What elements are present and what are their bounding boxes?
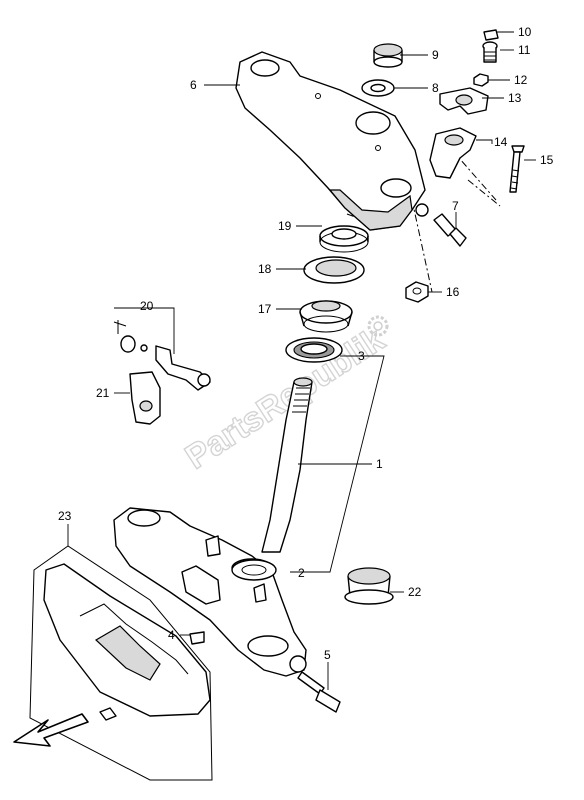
callout-7: 7 — [452, 199, 459, 213]
leader-lines — [67, 31, 536, 690]
callout-6: 6 — [190, 78, 197, 92]
callout-12: 12 — [514, 73, 528, 87]
steering-lock-nut — [319, 225, 369, 253]
callout-labels: 6 9 8 10 11 12 13 14 15 7 19 18 16 17 20… — [58, 25, 554, 662]
callout-8: 8 — [432, 81, 439, 95]
callout-21: 21 — [96, 386, 110, 400]
callout-11: 11 — [518, 43, 531, 57]
lock-cover — [129, 371, 161, 425]
upper-bracket — [235, 51, 429, 231]
stem-nut — [405, 281, 429, 303]
long-bolt — [509, 145, 525, 193]
cover-screw — [99, 707, 117, 721]
clamp-bolt — [482, 41, 498, 63]
small-screw — [189, 631, 205, 645]
callout-17: 17 — [258, 302, 272, 316]
callout-9: 9 — [432, 48, 439, 62]
callout-19: 19 — [278, 219, 292, 233]
callout-23: 23 — [58, 509, 72, 523]
callout-4: 4 — [168, 628, 175, 642]
callout-2: 2 — [298, 566, 305, 580]
bracket-bolt — [297, 671, 341, 713]
front-arrow-icon — [13, 713, 89, 747]
steering-stem-shaft — [261, 377, 313, 553]
callout-18: 18 — [258, 262, 272, 276]
lower-bracket — [113, 507, 307, 677]
callout-10: 10 — [518, 25, 532, 39]
washer — [361, 79, 395, 97]
stem-washer — [231, 559, 277, 581]
callout-1: 1 — [376, 457, 383, 471]
bracket-cap — [344, 567, 394, 605]
pinch-bolt — [433, 213, 467, 247]
handlebar-holder-upper — [439, 87, 489, 115]
bolt-cap — [483, 29, 499, 41]
stem-cap — [373, 43, 403, 68]
callout-16: 16 — [446, 285, 460, 299]
callout-3: 3 — [358, 349, 365, 363]
dust-seal — [303, 256, 365, 284]
callout-15: 15 — [540, 153, 554, 167]
gear-icon — [367, 315, 389, 337]
hex-nut — [473, 73, 489, 87]
steering-lock — [113, 320, 211, 391]
callout-22: 22 — [408, 585, 422, 599]
lower-bearing — [285, 337, 343, 363]
lower-cover — [29, 545, 213, 781]
handlebar-holder-lower — [429, 127, 477, 179]
callout-13: 13 — [508, 91, 522, 105]
callout-5: 5 — [324, 648, 331, 662]
callout-14: 14 — [494, 135, 508, 149]
upper-bearing — [299, 300, 353, 333]
callout-20: 20 — [140, 299, 154, 313]
